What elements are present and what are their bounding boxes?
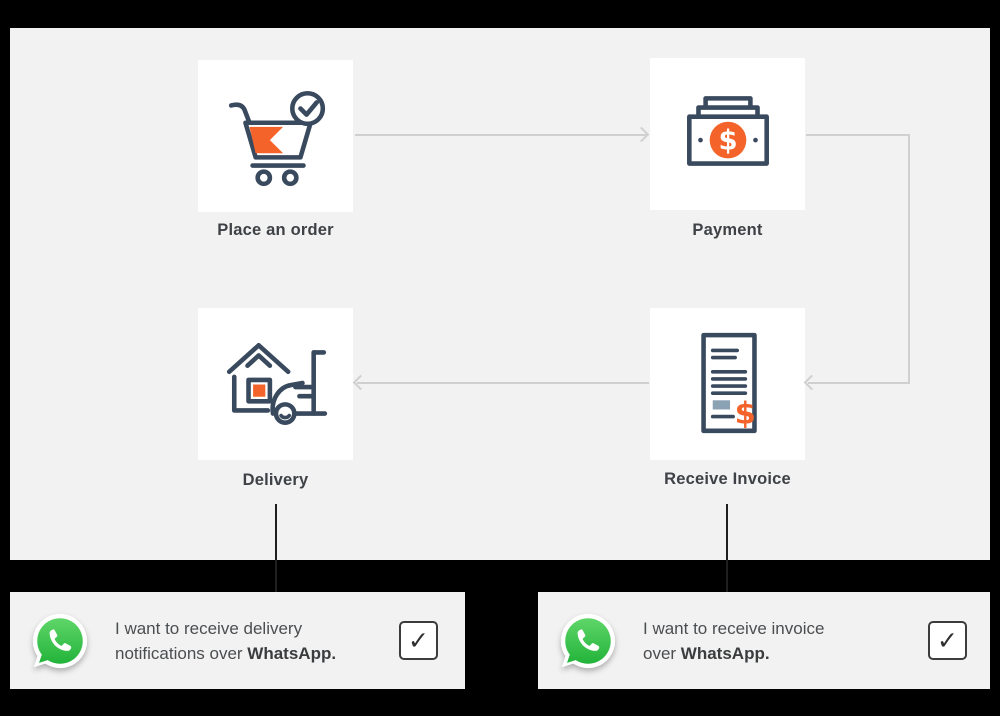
delivery-whatsapp-checkbox[interactable]: ✓ xyxy=(399,621,438,660)
whatsapp-brand-text: WhatsApp. xyxy=(680,643,770,663)
label-receive-invoice: Receive Invoice xyxy=(664,470,791,488)
option-invoice-text: I want to receive invoice over WhatsApp. xyxy=(643,618,825,663)
flow-step-delivery xyxy=(198,308,353,460)
invoice-icon: $ xyxy=(700,332,757,434)
house-truck-icon xyxy=(226,343,327,425)
whatsapp-brand-text: WhatsApp. xyxy=(247,643,337,663)
whatsapp-icon xyxy=(560,613,616,668)
cash-dollar-icon: $ xyxy=(686,96,769,166)
checkmark-icon: ✓ xyxy=(937,626,958,655)
connector-right-vertical xyxy=(908,134,910,384)
svg-text:$: $ xyxy=(734,397,755,432)
arrow-payment-to-invoice xyxy=(808,382,910,384)
option-invoice-notifications: I want to receive invoice over WhatsApp.… xyxy=(538,592,990,689)
whatsapp-icon xyxy=(32,613,88,668)
connector-payment-right xyxy=(806,134,910,136)
svg-text:$: $ xyxy=(718,124,737,156)
arrow-order-to-payment xyxy=(355,134,648,136)
option-delivery-notifications: I want to receive delivery notifications… xyxy=(10,592,465,689)
checkmark-icon: ✓ xyxy=(408,626,429,655)
label-delivery: Delivery xyxy=(242,471,309,489)
flow-step-receive-invoice: $ xyxy=(650,308,805,460)
invoice-whatsapp-checkbox[interactable]: ✓ xyxy=(928,621,967,660)
flow-step-place-order xyxy=(198,60,353,212)
label-payment: Payment xyxy=(692,221,763,239)
arrow-invoice-to-delivery xyxy=(357,382,649,384)
cart-check-icon xyxy=(228,90,325,187)
flow-step-payment: $ xyxy=(650,58,805,210)
arrow-delivery-to-option xyxy=(275,504,277,606)
arrow-invoice-to-option xyxy=(726,504,728,606)
label-place-order: Place an order xyxy=(217,221,334,239)
option-delivery-text: I want to receive delivery notifications… xyxy=(115,618,337,663)
flow-diagram-panel xyxy=(10,28,990,560)
